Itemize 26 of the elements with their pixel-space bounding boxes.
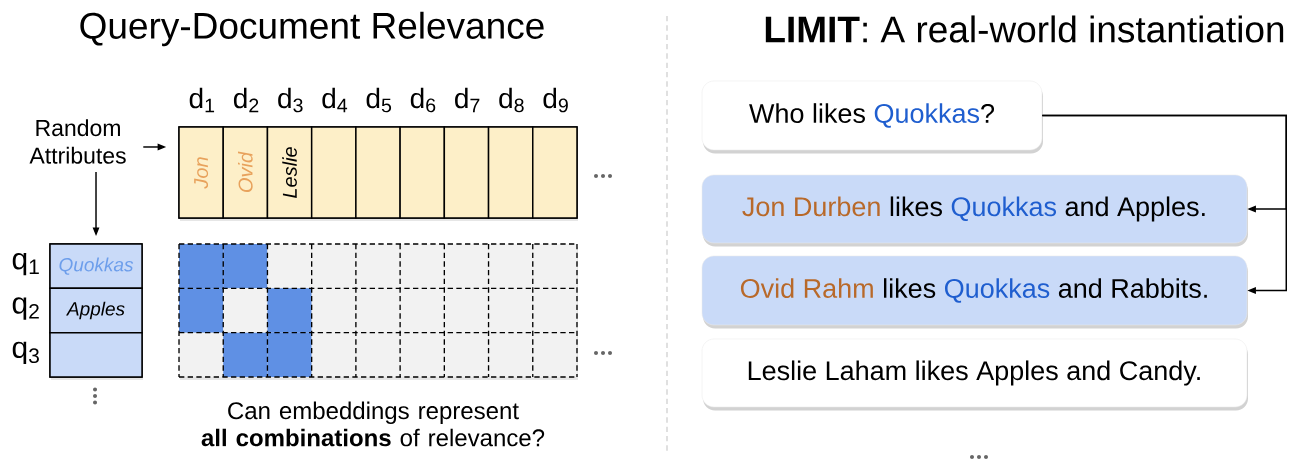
column-label: d$_{9}$ xyxy=(543,87,568,113)
query-cell: Apples xyxy=(49,287,143,334)
column-label: d$_{2}$ xyxy=(233,87,259,113)
document-cell: Ovid xyxy=(222,126,269,219)
panel-heading: Query-Document Relevance xyxy=(80,11,544,47)
caption-text: Can embeddings represent all combinations of relevance? xyxy=(201,401,545,447)
question-box: Who likes Quokkas? xyxy=(701,80,1043,154)
document-cell: Jon xyxy=(178,126,224,219)
column-label: d$_{3}$ xyxy=(278,87,303,113)
column-label: d$_{8}$ xyxy=(499,87,524,113)
column-label: d$_{5}$ xyxy=(366,87,392,113)
row-label: q$_{2}$ xyxy=(12,297,39,320)
row-label: q$_{3}$ xyxy=(12,341,39,364)
panel-heading: LIMIT: A real-world instantiation xyxy=(765,15,1284,43)
column-label: d$_{6}$ xyxy=(410,87,436,113)
query-cell: Quokkas xyxy=(49,243,143,290)
row-label: q$_{1}$ xyxy=(12,253,39,276)
sentence-box: Leslie Laham likes Apples and Candy. xyxy=(701,338,1248,411)
sentence-box: Jon Durben likes Quokkas and Apples. xyxy=(701,174,1248,247)
document-cell: Leslie xyxy=(266,126,313,219)
column-label: d$_{1}$ xyxy=(189,87,215,113)
attribute-label: Random Attributes xyxy=(29,119,126,164)
arrow xyxy=(1041,114,1287,294)
column-label: d$_{4}$ xyxy=(322,87,348,113)
column-label: d$_{7}$ xyxy=(455,87,480,113)
sentence-box: Ovid Rahm likes Quokkas and Rabbits. xyxy=(701,255,1248,329)
